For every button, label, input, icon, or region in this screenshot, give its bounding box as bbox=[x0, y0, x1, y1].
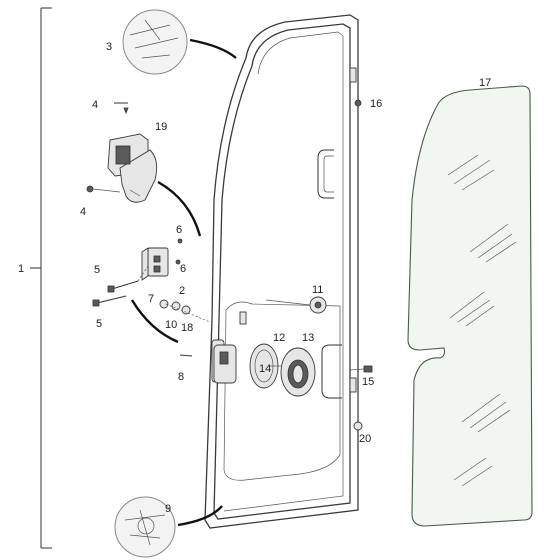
callout-2: 2 bbox=[179, 285, 185, 297]
callout-20: 20 bbox=[359, 433, 371, 445]
part-17-window-glass bbox=[407, 85, 533, 527]
part-latch-housing bbox=[213, 344, 237, 384]
callout-16: 16 bbox=[370, 98, 382, 110]
callout-1: 1 bbox=[18, 263, 24, 275]
callout-8: 8 bbox=[178, 371, 184, 383]
detail-view-9 bbox=[114, 496, 223, 558]
callout-17: 17 bbox=[479, 77, 491, 89]
callout-14: 14 bbox=[259, 363, 271, 375]
part-19-lock-assembly bbox=[107, 133, 158, 203]
callout-5-bottom: 5 bbox=[96, 318, 102, 330]
part-13-door-handle bbox=[280, 347, 316, 397]
callout-labels: 1 2 3 4 4 5 5 6 6 7 8 9 10 11 12 13 14 1… bbox=[18, 41, 491, 515]
assembly-bracket bbox=[30, 7, 52, 549]
callout-7: 7 bbox=[148, 293, 154, 305]
callout-4-bottom: 4 bbox=[80, 206, 86, 218]
callout-18: 18 bbox=[181, 322, 193, 334]
part-7-bracket bbox=[141, 247, 169, 281]
callout-6-top: 6 bbox=[176, 224, 182, 236]
callout-11: 11 bbox=[312, 284, 323, 296]
callout-13: 13 bbox=[302, 332, 314, 344]
callout-3: 3 bbox=[106, 41, 112, 53]
callout-10: 10 bbox=[165, 319, 177, 331]
detail-view-3 bbox=[122, 9, 237, 75]
door-frame bbox=[204, 14, 359, 529]
fasteners bbox=[86, 99, 373, 431]
callout-19: 19 bbox=[155, 121, 167, 133]
callout-4-top: 4 bbox=[92, 99, 98, 111]
callout-6-bottom: 6 bbox=[180, 263, 186, 275]
callout-15: 15 bbox=[362, 376, 374, 388]
callout-12: 12 bbox=[273, 332, 285, 344]
callout-9: 9 bbox=[165, 503, 171, 515]
assembly-arrows bbox=[130, 180, 202, 344]
part-11-grommet bbox=[265, 296, 327, 314]
callout-5-top: 5 bbox=[94, 264, 100, 276]
